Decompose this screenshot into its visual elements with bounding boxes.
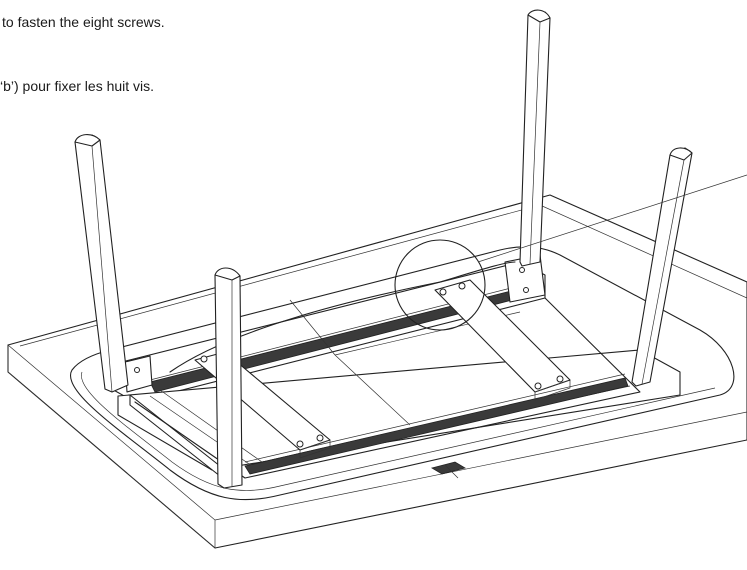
control-box <box>430 461 467 479</box>
leg-front-right <box>631 147 693 387</box>
leg-back-right <box>519 9 551 267</box>
instruction-english: to fasten the eight screws. <box>2 14 165 30</box>
detail-callout <box>394 174 747 331</box>
cross-bracket-right <box>434 279 571 401</box>
leg-back-left <box>74 134 129 393</box>
leg-front-left <box>214 267 243 489</box>
corner-brackets <box>124 254 546 393</box>
table-top <box>7 194 747 549</box>
instruction-french: ‘b’) pour fixer les huit vis. <box>0 78 155 94</box>
